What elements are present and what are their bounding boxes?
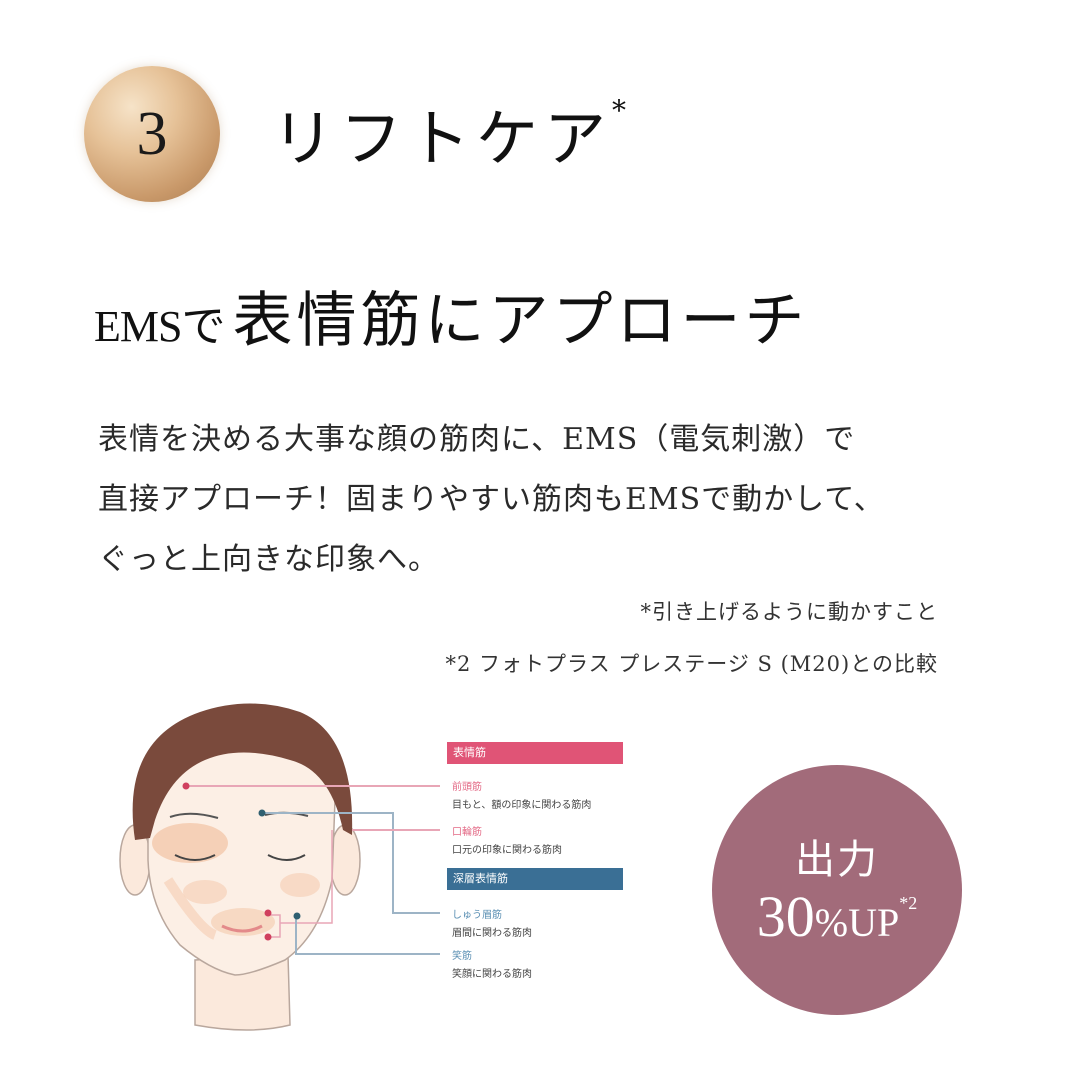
muscle-desc-frontalis: 目もと、額の印象に関わる筋肉 [452,800,592,811]
footnote-2: *2 フォトプラス プレステージ S (M20)との比較 [445,652,938,676]
output-label: 出力 [795,837,879,883]
muscle-name-risorius: 笑筋 [452,951,472,962]
right-eye [267,854,306,861]
body-line: 直接アプローチ！固まりやすい筋肉もEMSで動かして、 [98,482,885,517]
output-boost-badge: 出力 30%UP*2 [712,765,962,1015]
output-footnote: *2 [899,893,918,913]
eye-muscle-shade [152,823,228,863]
corrugator-point [258,809,266,817]
frontalis-point [182,782,190,790]
subheading: EMSで表情筋にアプローチ [94,272,808,359]
title-footnote-mark: * [612,94,627,127]
muscle-desc-risorius: 笑顔に関わる筋肉 [452,969,532,980]
risorius-point [293,912,301,920]
muscle-name-corrugator: しゅう眉筋 [452,910,502,921]
section-title-text: リフトケア [272,102,613,175]
output-value: 30%UP*2 [712,883,962,950]
output-number: 30 [756,884,815,949]
step-number: 3 [136,100,168,168]
left-eye [174,854,216,861]
orbicularis-point-lower [264,933,272,941]
muscle-desc-corrugator: 眉間に関わる筋肉 [452,928,532,939]
group-header-deep-muscles: 深層表情筋 [447,868,623,890]
body-paragraph: 表情を決める大事な顔の筋肉に、EMS（電気刺激）で 直接アプローチ！固まりやすい… [98,410,885,590]
section-title: リフトケア* [272,88,626,178]
subheading-main: 表情筋にアプローチ [232,286,809,356]
orbicularis-point-upper [264,909,272,917]
body-line: ぐっと上向きな印象へ。 [98,542,439,577]
muscle-name-orbicularis: 口輪筋 [452,827,482,838]
group-header-expression-muscles: 表情筋 [447,742,623,764]
output-unit: %UP [814,900,900,945]
muscle-name-frontalis: 前頭筋 [452,782,482,793]
step-number-badge: 3 [84,66,220,202]
body-line: 表情を決める大事な顔の筋肉に、EMS（電気刺激）で [98,422,856,457]
right-ear [329,824,361,896]
subheading-prefix: EMSで [94,302,225,351]
muscle-desc-orbicularis: 口元の印象に関わる筋肉 [452,845,562,856]
neck-shape [194,954,291,1031]
hair [132,703,353,840]
footnote-1: *引き上げるように動かすこと [640,600,938,624]
mouth [221,924,263,933]
